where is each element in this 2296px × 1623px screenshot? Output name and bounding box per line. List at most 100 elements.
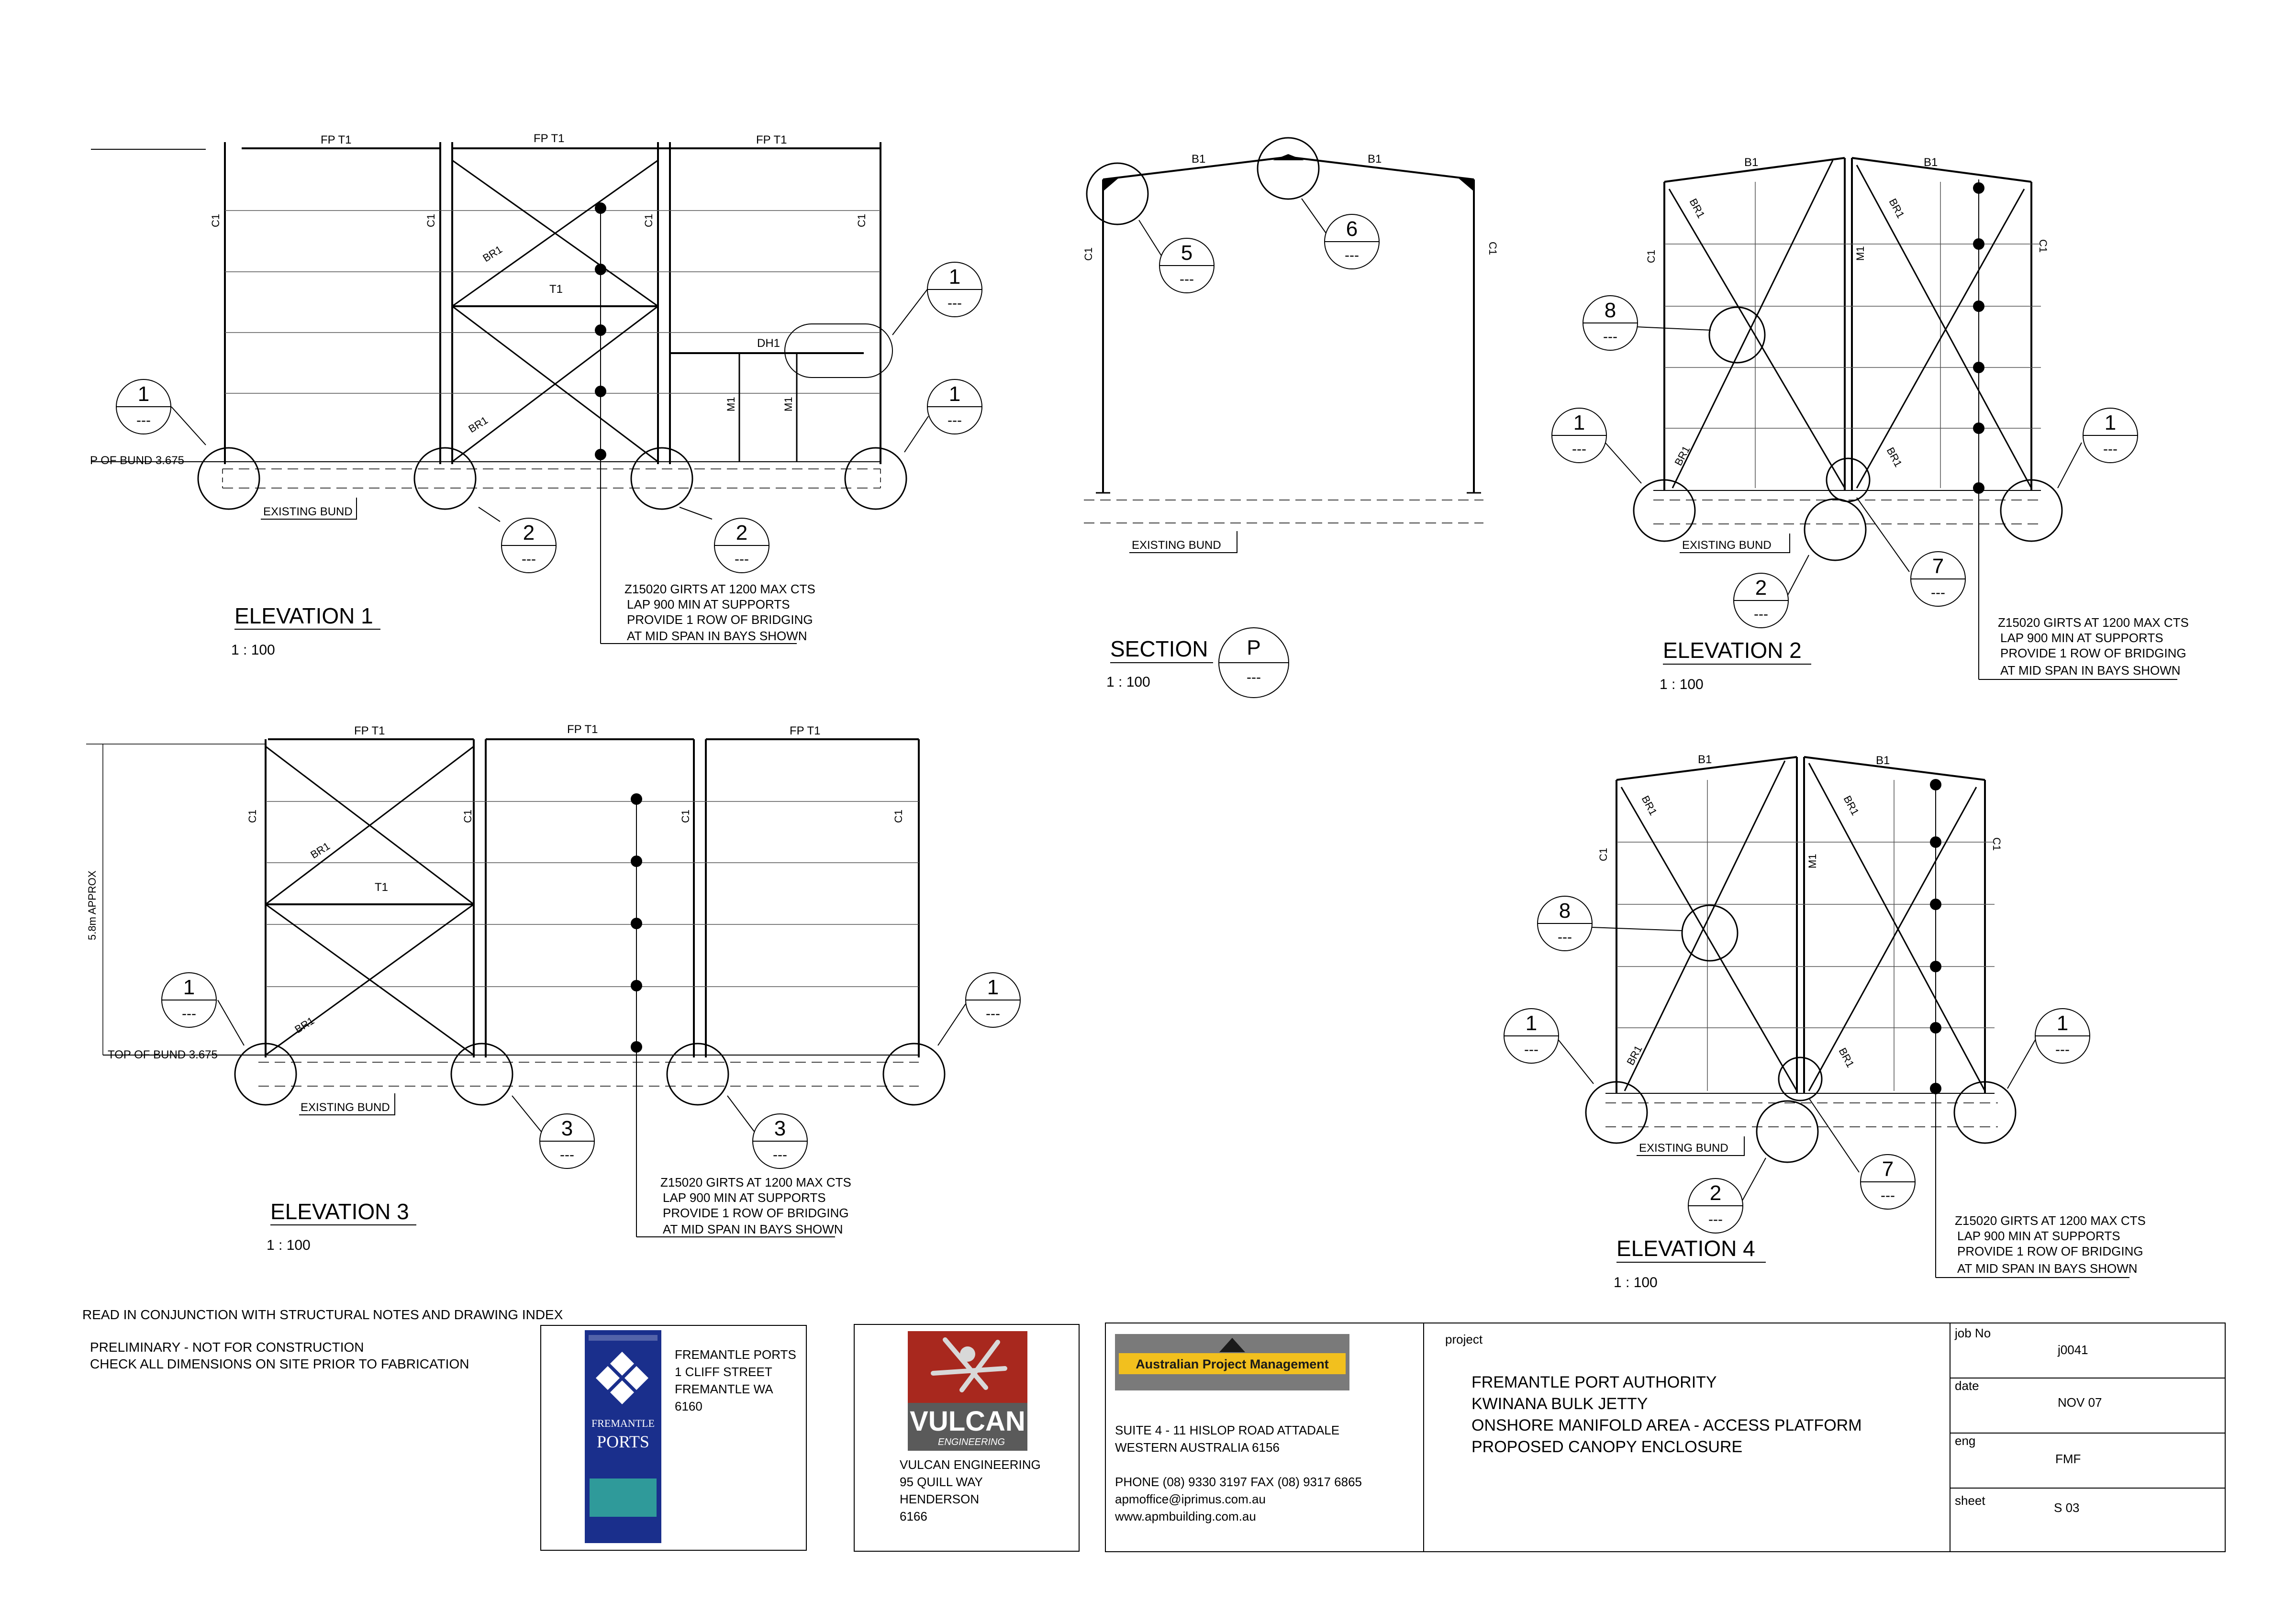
section-label-b1: B1 [1368,153,1382,166]
svg-text:---: --- [947,412,962,428]
callout-bubble: 7--- [1860,1154,1916,1210]
client-street: 1 CLIFF STREET [675,1365,772,1379]
svg-text:---: --- [136,412,151,428]
svg-text:---: --- [986,1006,1000,1022]
elev1-label-fp-t1-2: FP T1 [534,132,564,145]
elev4-girt-note: Z15020 GIRTS AT 1200 MAX CTS LAP 900 MIN… [1955,1213,2146,1276]
svg-text:5: 5 [1181,241,1193,265]
apm-logo: Australian Project Management [1115,1334,1349,1390]
fabricator-name: VULCAN ENGINEERING [900,1457,1041,1472]
job-no-label: job No [1954,1326,1991,1340]
elev4-label-b1: B1 [1698,753,1712,766]
svg-text:---: --- [1572,441,1586,457]
svg-text:---: --- [1881,1188,1895,1203]
section-label-b1: B1 [1192,153,1205,166]
svg-text:Z15020 GIRTS AT 1200 MAX CTS: Z15020 GIRTS AT 1200 MAX CTS [1998,615,2189,630]
svg-text:VULCAN: VULCAN [910,1406,1025,1437]
elev3-label-fp-t1-2: FP T1 [567,723,598,736]
svg-text:PROVIDE 1 ROW OF BRIDGING: PROVIDE 1 ROW OF BRIDGING [627,612,813,627]
note-preliminary: PRELIMINARY - NOT FOR CONSTRUCTION [90,1340,364,1355]
elev4-label-c1: C1 [1597,848,1609,861]
svg-text:1: 1 [949,265,960,289]
elev3-label-top-of-bund: TOP OF BUND 3.675 [108,1048,218,1061]
svg-text:---: --- [182,1006,196,1022]
elevation-1 [91,142,929,644]
eng-label: eng [1955,1434,1975,1448]
fremantle-ports-logo: FREMANTLE PORTS [585,1330,661,1543]
svg-text:LAP 900 MIN AT SUPPORTS: LAP 900 MIN AT SUPPORTS [2000,631,2163,645]
elev1-label-m1: M1 [725,397,737,411]
svg-text:8: 8 [1605,299,1616,322]
svg-text:1: 1 [949,382,960,406]
svg-text:---: --- [2103,441,2118,457]
section-label-c1: C1 [1487,242,1499,255]
svg-text:PROVIDE 1 ROW OF BRIDGING: PROVIDE 1 ROW OF BRIDGING [2000,646,2186,660]
svg-text:2: 2 [736,521,747,545]
svg-text:2: 2 [1755,576,1767,600]
consultant-address-1: SUITE 4 - 11 HISLOP ROAD ATTADALE [1115,1423,1339,1437]
project-label: project [1445,1332,1483,1346]
elev1-label-c1: C1 [643,214,655,227]
callout-bubble: 2 --- [714,518,769,573]
svg-text:LAP 900 MIN AT SUPPORTS: LAP 900 MIN AT SUPPORTS [663,1190,826,1205]
svg-text:---: --- [735,551,749,567]
svg-text:8: 8 [1559,899,1571,923]
svg-text:P: P [1247,636,1260,659]
elev2-label-b1: B1 [1924,156,1938,169]
elev1-label-c1: C1 [425,214,437,227]
callout-bubble: 7--- [1910,551,1966,607]
callout-bubble: 1 --- [161,972,217,1028]
svg-text:LAP 900 MIN AT SUPPORTS: LAP 900 MIN AT SUPPORTS [627,597,790,611]
elev3-label-fp-t1-1: FP T1 [354,724,385,737]
elev3-label-c1: C1 [462,810,474,823]
callout-bubble: 3--- [539,1113,595,1169]
svg-text:PORTS: PORTS [597,1432,649,1451]
callout-bubble: 1--- [2083,408,2138,463]
note-check-dimensions: CHECK ALL DIMENSIONS ON SITE PRIOR TO FA… [90,1356,469,1371]
callout-bubble: 5--- [1159,238,1215,293]
elev4-title: ELEVATION 4 [1616,1236,1755,1261]
section-scale: 1 : 100 [1106,674,1150,690]
svg-text:FREMANTLE: FREMANTLE [591,1417,655,1429]
client-postcode: 6160 [675,1399,702,1413]
job-info-box [1950,1323,2226,1552]
project-line-1: FREMANTLE PORT AUTHORITY [1471,1373,1717,1391]
svg-text:---: --- [2055,1042,2070,1057]
callout-bubble: 1--- [1551,408,1607,463]
elev1-title: ELEVATION 1 [234,603,373,628]
svg-text:7: 7 [1932,555,1944,578]
client-city: FREMANTLE WA [675,1382,773,1396]
elev4-label-c1: C1 [1991,837,2003,851]
svg-text:1: 1 [987,976,999,999]
svg-text:---: --- [1247,669,1261,685]
svg-text:---: --- [947,295,962,311]
callout-bubble: 2--- [1733,573,1789,628]
svg-text:AT MID SPAN IN BAYS SHOWN: AT MID SPAN IN BAYS SHOWN [627,629,807,643]
fabricator-suburb: HENDERSON [900,1492,979,1506]
elev3-label-c1: C1 [246,810,258,823]
elev1-label-fp-t1-3: FP T1 [756,133,787,146]
callout-bubble: 2--- [1688,1178,1743,1234]
consultant-phone-fax: PHONE (08) 9330 3197 FAX (08) 9317 6865 [1115,1475,1362,1489]
section-mark-bubble: P --- [1218,627,1289,698]
section-title: SECTION [1110,636,1208,661]
elev3-title: ELEVATION 3 [270,1199,409,1224]
svg-text:Z15020 GIRTS AT 1200 MAX CTS: Z15020 GIRTS AT 1200 MAX CTS [1955,1213,2146,1228]
svg-text:LAP 900 MIN AT SUPPORTS: LAP 900 MIN AT SUPPORTS [1957,1229,2120,1243]
sheet-label: sheet [1955,1493,1985,1508]
elev1-girt-note: Z15020 GIRTS AT 1200 MAX CTS LAP 900 MIN… [624,582,815,643]
elev3-label-fp-t1-3: FP T1 [790,724,820,737]
elev2-label-m1: M1 [1854,246,1866,261]
svg-text:---: --- [1603,329,1617,345]
elev2-label-existing-bund: EXISTING BUND [1682,539,1772,552]
svg-text:AT MID SPAN IN BAYS SHOWN: AT MID SPAN IN BAYS SHOWN [663,1222,843,1236]
date-value: NOV 07 [2058,1395,2102,1410]
project-line-2: KWINANA BULK JETTY [1471,1395,1648,1413]
svg-text:1: 1 [183,976,195,999]
elev3-label-c1: C1 [680,810,691,823]
svg-text:3: 3 [561,1117,573,1140]
elev1-label-c1: C1 [210,214,222,227]
elev3-label-t1: T1 [375,881,388,894]
svg-text:Australian Project Management: Australian Project Management [1136,1357,1329,1371]
